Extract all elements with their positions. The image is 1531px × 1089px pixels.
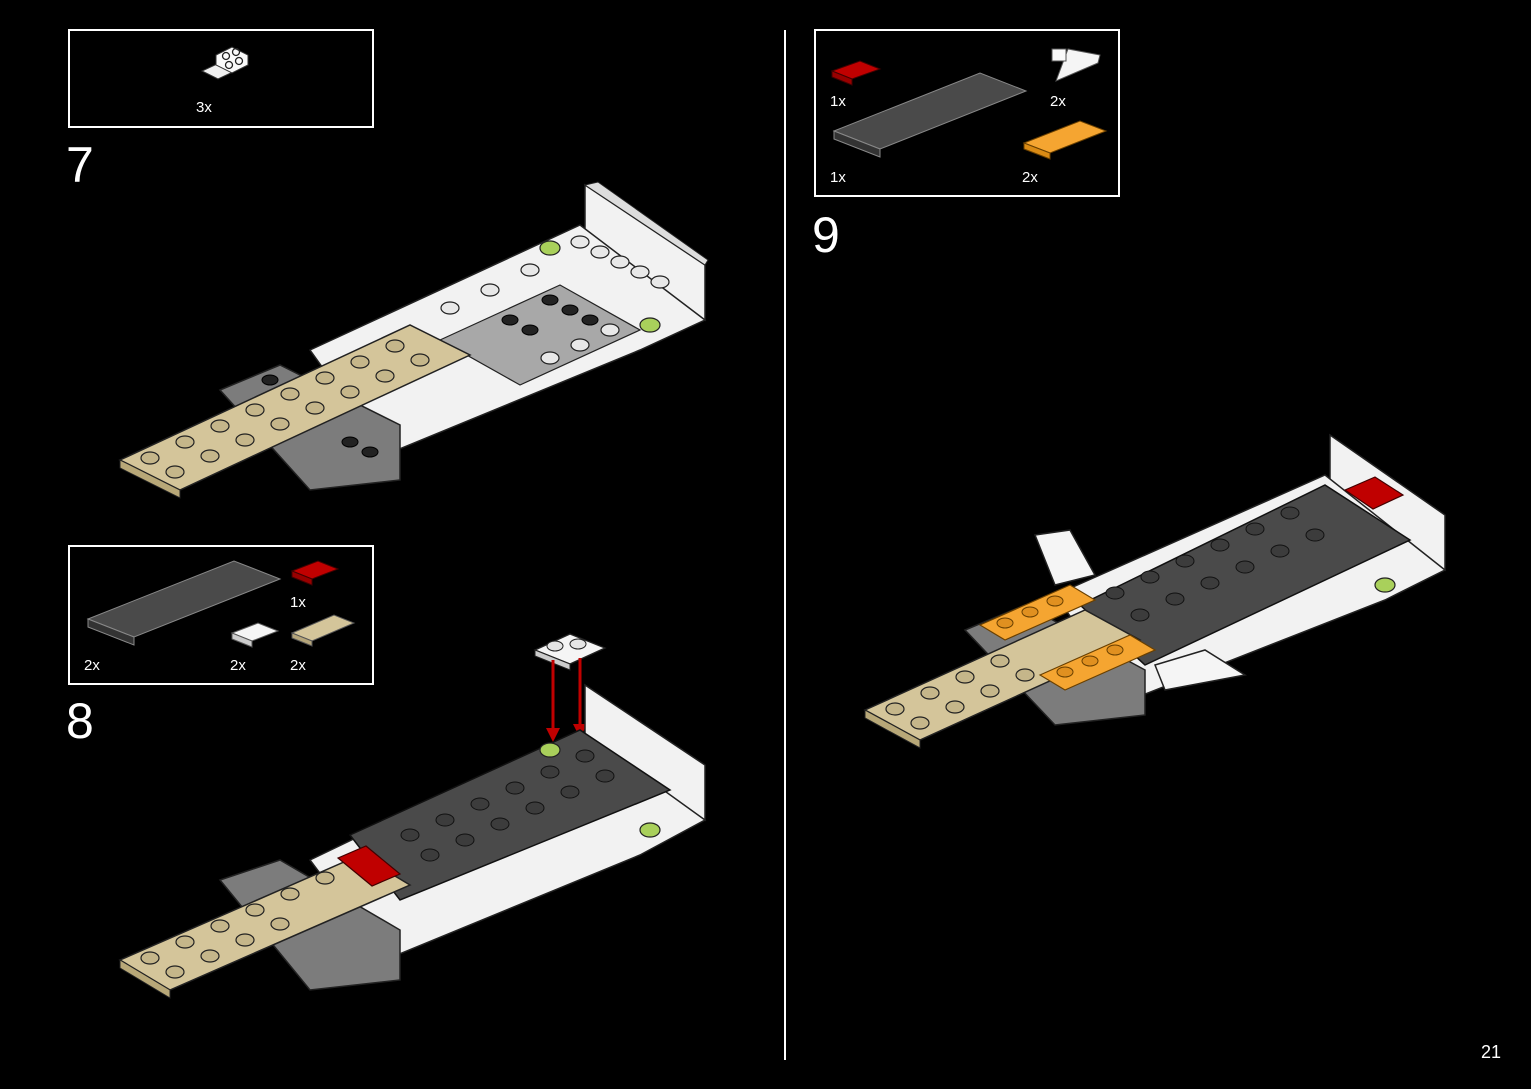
part-qty: 1x <box>830 93 846 110</box>
step-9-parts-box: 1x 2x 1x 2x <box>814 29 1120 197</box>
column-divider <box>784 30 786 1060</box>
white-bracket-plate-icon <box>196 45 252 83</box>
part-qty: 2x <box>84 657 100 674</box>
step-number: 9 <box>812 210 840 260</box>
dark-gray-plate-2x10-icon <box>830 69 1030 159</box>
orange-plate-1x4-icon <box>1022 119 1108 161</box>
red-plate-1x2-icon <box>290 557 340 587</box>
part-qty: 1x <box>290 594 306 611</box>
step-8-model-illustration <box>110 630 720 1010</box>
part-qty: 3x <box>196 99 212 116</box>
part-qty: 2x <box>1022 169 1038 186</box>
step-7-parts-box: 3x <box>68 29 374 128</box>
step-number: 7 <box>66 140 94 190</box>
page-number: 21 <box>1481 1042 1501 1063</box>
step-7-model-illustration <box>110 180 720 510</box>
step-9-model-illustration <box>855 425 1455 755</box>
part-qty: 2x <box>1050 93 1066 110</box>
step-number: 8 <box>66 696 94 746</box>
white-wing-clip-icon <box>1048 43 1104 87</box>
part-qty: 1x <box>830 169 846 186</box>
